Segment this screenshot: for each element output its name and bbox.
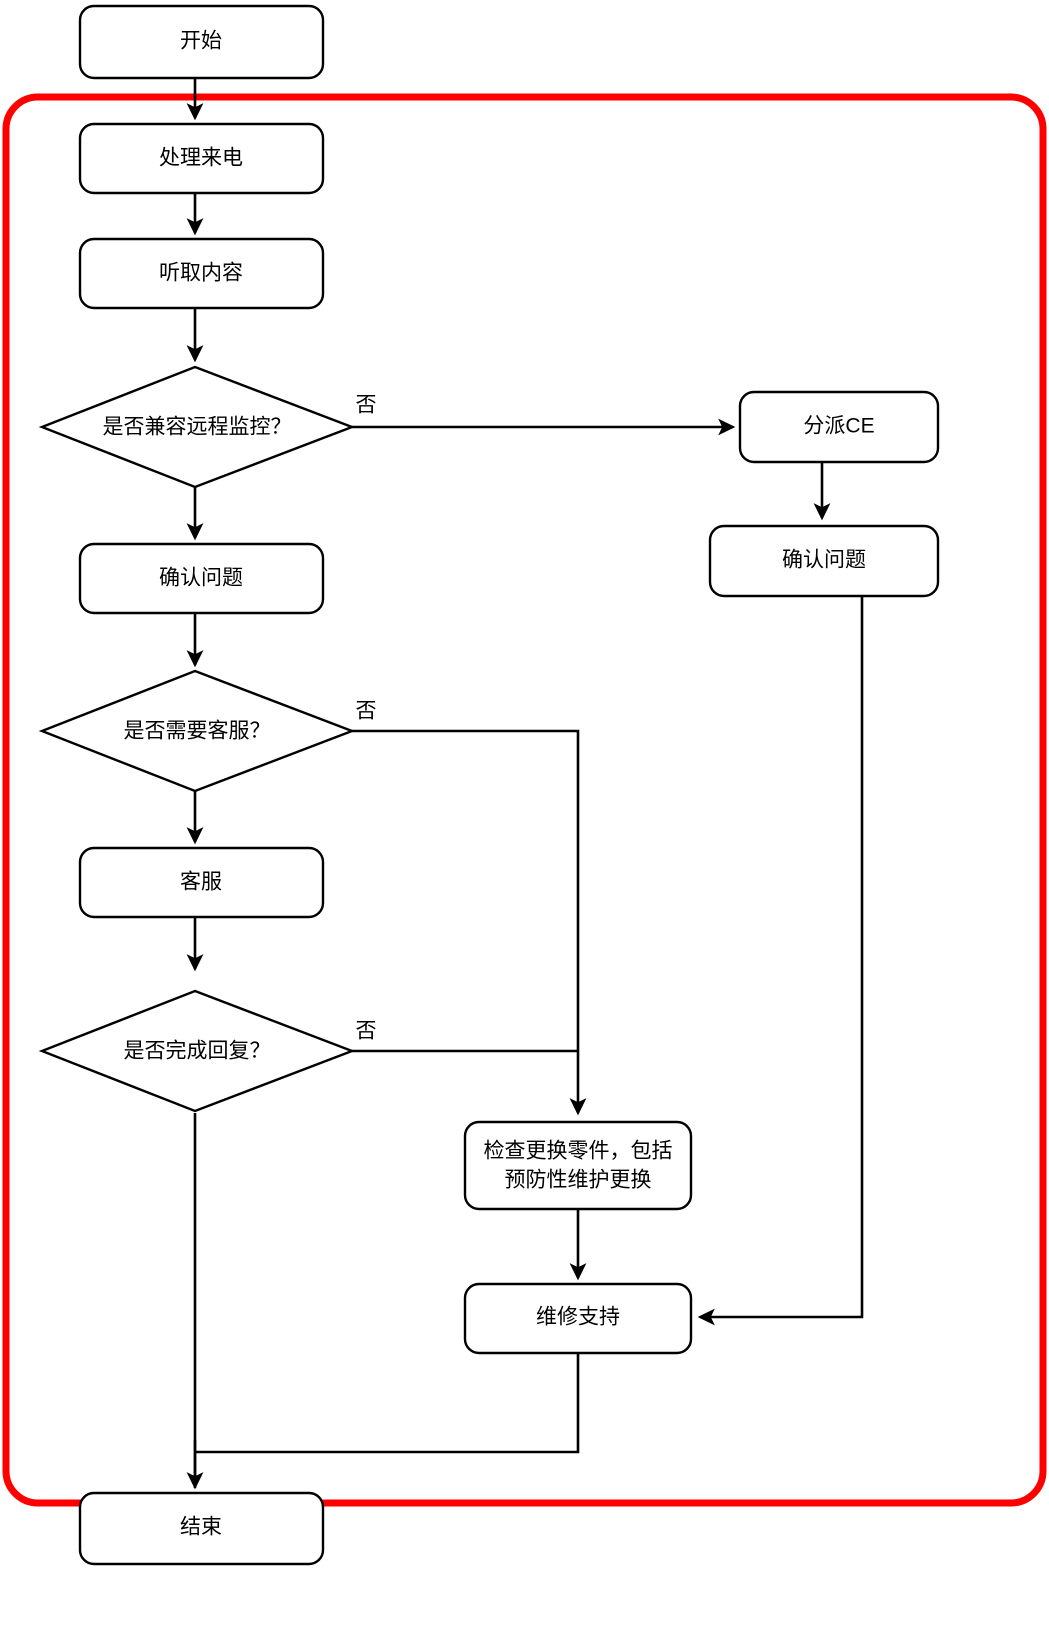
node-customer-service-shape[interactable]: [78, 846, 325, 919]
node-check-replace-parts-shape[interactable]: [463, 1120, 693, 1211]
node-decision-remote-monitoring-label: 是否兼容远程监控？: [103, 416, 292, 439]
node-listen-content-shape[interactable]: [78, 237, 325, 310]
nodes-layer: 开始 处理来电 听取内容 是否兼容远程监控？ 确认问题: [38, 4, 940, 1566]
node-confirm-problem[interactable]: 确认问题: [78, 542, 325, 615]
node-decision-reply-complete-label: 是否完成回复？: [124, 1040, 271, 1063]
node-confirm-problem-2-label: 确认问题: [782, 549, 866, 572]
node-decision-remote-monitoring[interactable]: 是否兼容远程监控？: [38, 365, 356, 489]
node-confirm-problem-shape[interactable]: [78, 542, 325, 615]
node-decision-reply-complete[interactable]: 是否完成回复？: [38, 989, 356, 1113]
node-listen-content-label: 听取内容: [159, 262, 243, 285]
node-decision-need-service-label: 是否需要客服？: [124, 720, 271, 743]
edge-label-decision1-no: 否: [356, 394, 377, 417]
node-listen-content[interactable]: 听取内容: [78, 237, 325, 310]
node-customer-service[interactable]: 客服: [78, 846, 325, 919]
edges-layer: [186, 78, 864, 1490]
node-repair-support-label: 维修支持: [536, 1306, 620, 1329]
node-handle-call-label: 处理来电: [159, 147, 243, 170]
node-customer-service-label: 客服: [180, 871, 222, 894]
node-assign-ce-label: 分派CE: [803, 415, 874, 438]
node-check-replace-parts[interactable]: 检查更换零件，包括 预防性维护更换: [463, 1120, 693, 1211]
node-repair-support-shape[interactable]: [463, 1282, 693, 1355]
edge-decision2-no-to-parts: [352, 729, 587, 1116]
node-confirm-problem-2[interactable]: 确认问题: [708, 524, 940, 598]
node-end[interactable]: 结束: [78, 1491, 325, 1566]
edge-confirm-problem-2-to-repair-support: [697, 596, 864, 1326]
edge-labels-layer: 否 否 否: [356, 394, 377, 1043]
node-check-replace-parts-label-line2: 预防性维护更换: [505, 1169, 652, 1192]
edge-label-decision2-no: 否: [356, 700, 377, 723]
node-assign-ce[interactable]: 分派CE: [738, 390, 940, 464]
node-handle-call-shape[interactable]: [78, 122, 325, 195]
node-end-label: 结束: [180, 1516, 222, 1539]
node-handle-call[interactable]: 处理来电: [78, 122, 325, 195]
node-decision-reply-complete-shape[interactable]: [38, 989, 356, 1113]
node-assign-ce-shape[interactable]: [738, 390, 940, 464]
edge-repair-support-to-end: [195, 1353, 580, 1454]
node-decision-remote-monitoring-shape[interactable]: [38, 365, 356, 489]
node-confirm-problem-label: 确认问题: [159, 567, 243, 590]
node-decision-need-service-shape[interactable]: [38, 669, 356, 793]
node-decision-need-service[interactable]: 是否需要客服？: [38, 669, 356, 793]
node-end-shape[interactable]: [78, 1491, 325, 1566]
node-repair-support[interactable]: 维修支持: [463, 1282, 693, 1355]
node-start-shape[interactable]: [78, 4, 325, 80]
node-start[interactable]: 开始: [78, 4, 325, 80]
edge-label-decision3-no: 否: [356, 1020, 377, 1043]
node-start-label: 开始: [180, 30, 222, 53]
node-confirm-problem-2-shape[interactable]: [708, 524, 940, 598]
highlight-region: [2, 93, 1047, 1507]
node-check-replace-parts-label-line1: 检查更换零件，包括: [484, 1140, 673, 1163]
